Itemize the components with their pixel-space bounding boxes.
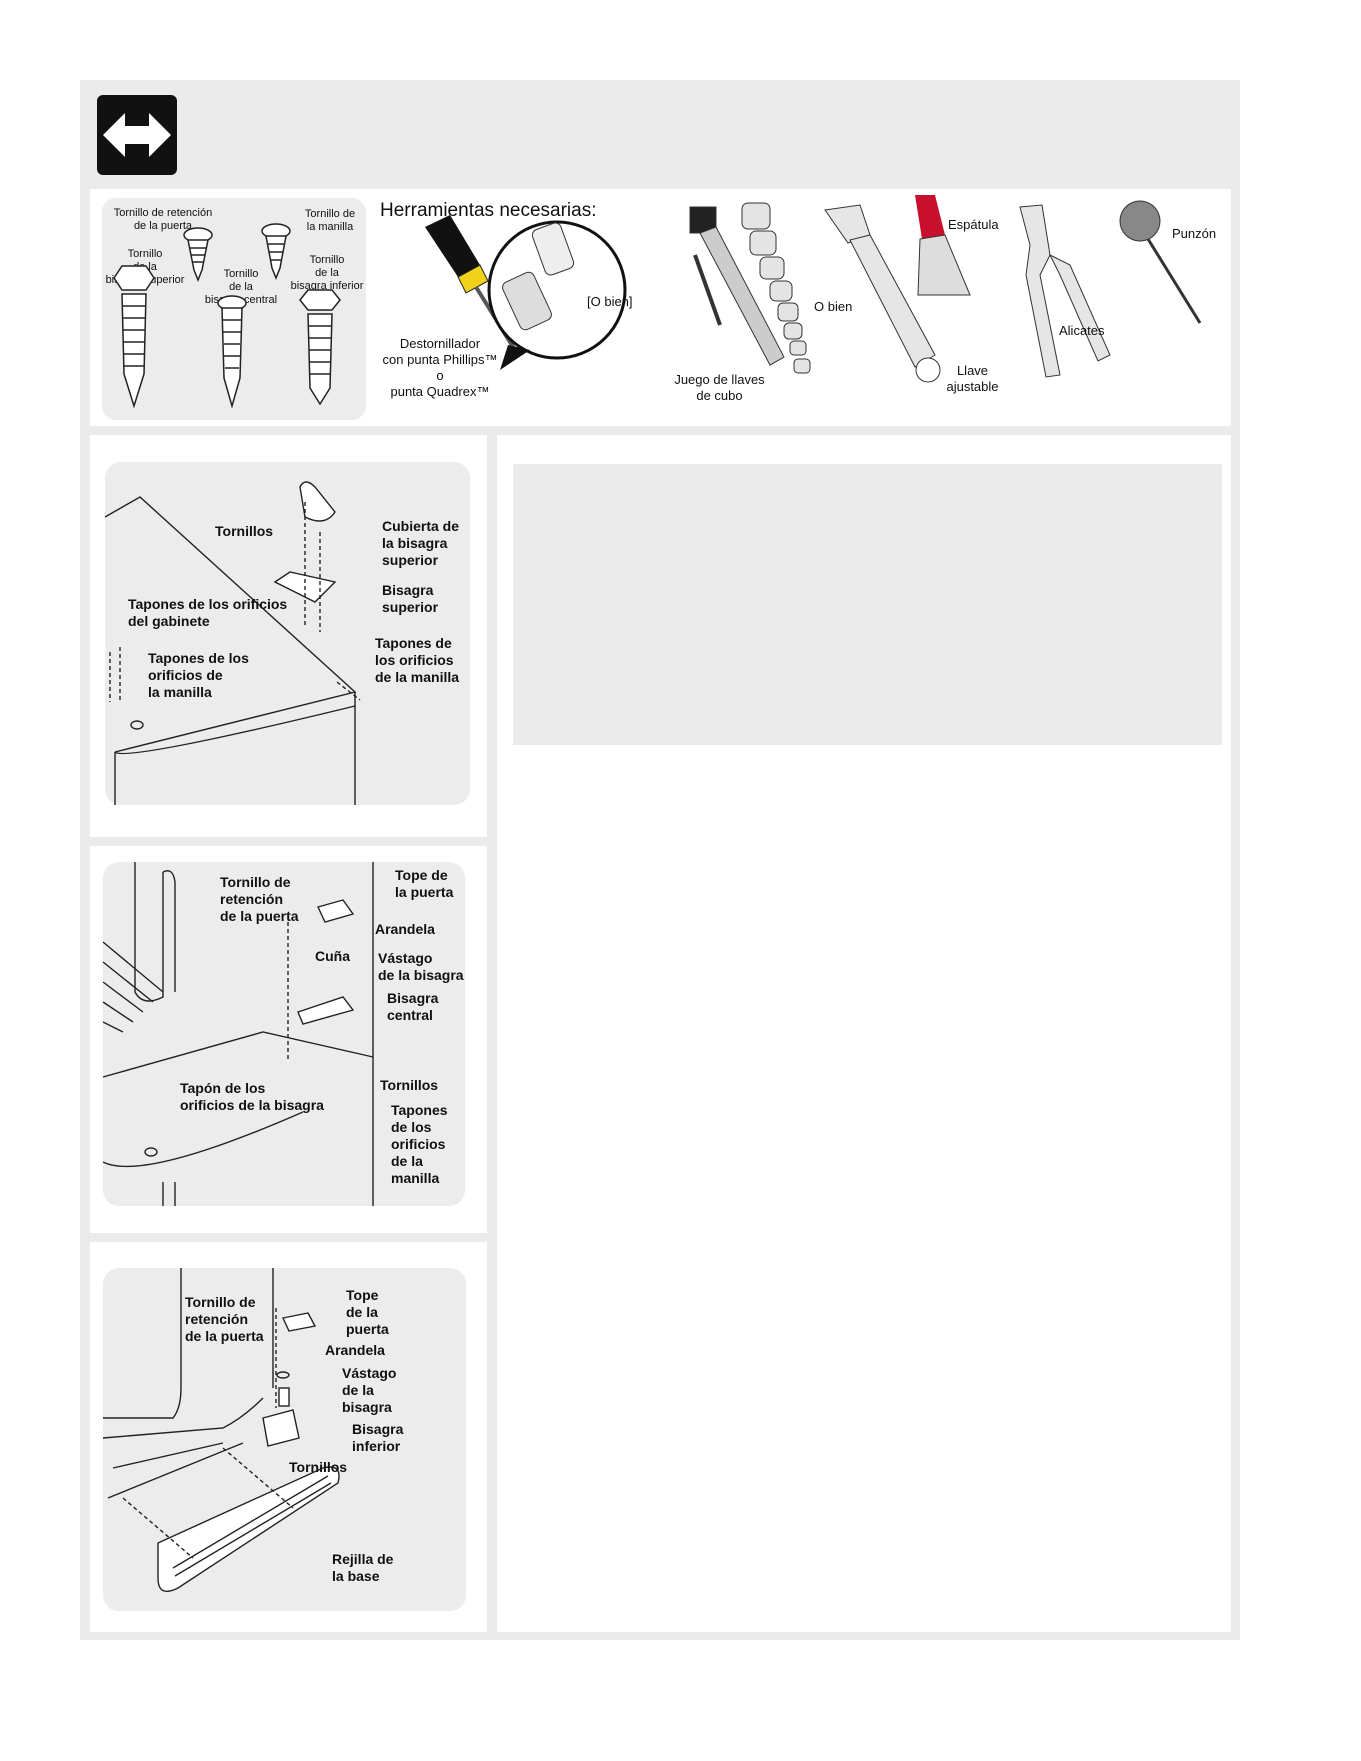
socket-set-label: Juego de llaves de cubo	[674, 372, 765, 403]
mid-shim-label: Cuña	[315, 948, 350, 964]
top-hinge-label: Bisagra superior	[382, 582, 439, 615]
bits-or-label: [O bien]	[587, 294, 633, 309]
handle-plugs-right-label: Tapones de los orificios de la manilla	[375, 635, 460, 685]
bot-screws-label: Tornillos	[289, 1459, 348, 1475]
mid-hinge-plug-label: Tapón de los orificios de la bisagra	[180, 1080, 324, 1113]
mid-center-hinge-label: Bisagra central	[387, 990, 439, 1023]
handle-screw-label: Tornillo de la manilla	[304, 208, 356, 233]
tools-illustration	[425, 195, 1202, 383]
top-hinge-illustration	[104, 481, 361, 805]
top-screws-label: Tornillos	[215, 523, 274, 539]
pliers-icon	[1019, 204, 1111, 378]
putty-knife-icon	[915, 195, 971, 296]
bot-hinge-pin-label: Vástago de la bisagra	[342, 1365, 397, 1415]
mid-door-stop-screw-label: Tornillo de retención de la puerta	[220, 874, 299, 924]
bot-bottom-hinge-label: Bisagra inferior	[352, 1421, 404, 1454]
bot-door-stop-label: Tope de la puerta	[346, 1287, 389, 1337]
mid-door-stop-label: Tope de la puerta	[395, 867, 454, 900]
screwdriver-label: Destornillador con punta Phillips™ o pun…	[382, 336, 498, 399]
center-hinge-illustration	[102, 862, 374, 1206]
cabinet-plugs-label: Tapones de los orificios del gabinete	[128, 596, 288, 629]
door-stop-screw-label: Tornillo de retención de la puerta	[113, 207, 213, 232]
pliers-label: Alicates	[1059, 323, 1105, 338]
handle-plugs-left-label: Tapones de los orificios de la manilla	[148, 650, 249, 700]
socket-set-icon	[689, 202, 811, 374]
mid-screws-label: Tornillos	[380, 1077, 439, 1093]
bot-door-stop-screw-label: Tornillo de retención de la puerta	[185, 1294, 264, 1344]
mid-washer-label: Arandela	[375, 921, 435, 937]
bottom-hinge-illustration	[102, 1268, 340, 1592]
mid-handle-plugs-label: Tapones de los orificios de la manilla	[391, 1102, 448, 1186]
instructions-note-box	[513, 464, 1222, 745]
mid-hinge-pin-label: Vástago de la bisagra	[378, 950, 464, 983]
tools-title: Herramientas necesarias:	[380, 200, 597, 221]
awl-label: Punzón	[1172, 226, 1217, 241]
center-hinge-screw-label: Tornillo de la bisagra central	[205, 268, 278, 306]
awl-icon	[1119, 200, 1202, 324]
hinge-cover-label: Cubierta de la bisagra superior	[382, 518, 460, 568]
reverse-door-arrows-icon	[97, 95, 177, 175]
bot-base-grille-label: Rejilla de la base	[332, 1551, 394, 1584]
wrench-or-label: O bien	[814, 299, 853, 314]
adjustable-wrench-icon	[824, 204, 941, 383]
putty-knife-label: Espátula	[948, 217, 999, 232]
screws-illustration	[113, 223, 341, 409]
bottom-hinge-screw-label: Tornillo de la bisagra inferior	[290, 254, 364, 292]
bot-washer-label: Arandela	[325, 1342, 385, 1358]
wrench-label: Llave ajustable	[946, 363, 999, 394]
